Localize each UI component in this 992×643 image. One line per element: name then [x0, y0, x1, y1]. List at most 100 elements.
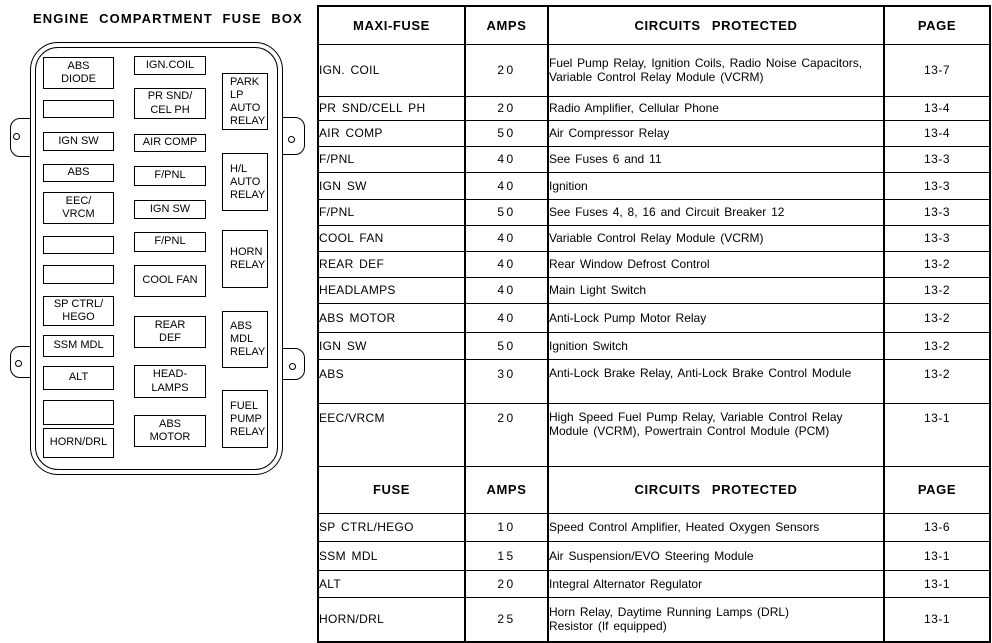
fuse-name-cell: PR SND/CELL PH — [317, 95, 466, 121]
table-header-row: MAXI-FUSE AMPS CIRCUITS PROTECTED PAGE — [317, 5, 991, 45]
page-cell: 13-3 — [883, 198, 991, 226]
mounting-hole — [15, 360, 22, 367]
fuse-slot-ssm-mdl: SSM MDL — [43, 335, 114, 357]
page-cell: 13-2 — [883, 358, 991, 404]
column-header-amps: AMPS — [464, 465, 549, 514]
page-cell: 13-4 — [883, 119, 991, 147]
amps-cell: 30 — [464, 358, 549, 404]
page-cell: 13-7 — [883, 43, 991, 97]
fuse-name-cell: SSM MDL — [317, 540, 466, 571]
fuse-name-cell: IGN. COIL — [317, 43, 466, 97]
table-row: AIR COMP 50 Air Compressor Relay 13-4 — [317, 119, 991, 147]
amps-cell: 40 — [464, 145, 549, 173]
page-cell: 13-2 — [883, 276, 991, 304]
table-row: PR SND/CELL PH 20 Radio Amplifier, Cellu… — [317, 95, 991, 121]
fuse-slot-rear-def: REAR DEF — [134, 316, 206, 348]
fuse-slot-f-pnl-2: F/PNL — [134, 232, 206, 252]
amps-cell: 40 — [464, 171, 549, 200]
fuse-name-cell: COOL FAN — [317, 224, 466, 252]
fuse-name-cell: HEADLAMPS — [317, 276, 466, 304]
table-row: REAR DEF 40 Rear Window Defrost Control … — [317, 250, 991, 278]
fuse-slot-empty-2 — [43, 236, 114, 254]
amps-cell: 50 — [464, 198, 549, 226]
fuse-name-cell: AIR COMP — [317, 119, 466, 147]
amps-cell: 20 — [464, 43, 549, 97]
circuits-cell: Anti-Lock Brake Relay, Anti-Lock Brake C… — [547, 358, 885, 404]
amps-cell: 20 — [464, 569, 549, 598]
fuse-slot-headlamps: HEAD- LAMPS — [134, 365, 206, 398]
page-cell: 13-2 — [883, 250, 991, 278]
fuse-name-cell: ALT — [317, 569, 466, 598]
fuse-slot-horn-drl: HORN/DRL — [43, 428, 114, 458]
relay-slot-fuel-pump: FUEL PUMP RELAY — [222, 390, 268, 448]
amps-cell: 40 — [464, 224, 549, 252]
column-header-maxi-fuse: MAXI-FUSE — [317, 5, 466, 45]
page-cell: 13-1 — [883, 540, 991, 571]
page-cell: 13-3 — [883, 145, 991, 173]
table-row: HEADLAMPS 40 Main Light Switch 13-2 — [317, 276, 991, 304]
fuse-slot-cool-fan: COOL FAN — [134, 265, 206, 297]
diagram-title: ENGINE COMPARTMENT FUSE BOX — [33, 11, 303, 26]
circuits-cell: Speed Control Amplifier, Heated Oxygen S… — [547, 512, 885, 542]
relay-slot-park-lp-auto: PARK LP AUTO RELAY — [222, 73, 268, 130]
page-cell: 13-2 — [883, 302, 991, 333]
fuse-slot-abs-motor: ABS MOTOR — [134, 415, 206, 447]
page-cell: 13-6 — [883, 512, 991, 542]
table-header-row: FUSE AMPS CIRCUITS PROTECTED PAGE — [317, 465, 991, 514]
fuse-name-cell: F/PNL — [317, 145, 466, 173]
circuits-cell: See Fuses 6 and 11 — [547, 145, 885, 173]
circuits-cell: Integral Alternator Regulator — [547, 569, 885, 598]
circuits-cell: Anti-Lock Pump Motor Relay — [547, 302, 885, 333]
circuits-cell: Ignition — [547, 171, 885, 200]
fuse-slot-f-pnl-1: F/PNL — [134, 166, 206, 186]
column-header-page: PAGE — [883, 465, 991, 514]
fuse-table: MAXI-FUSE AMPS CIRCUITS PROTECTED PAGE I… — [317, 5, 991, 643]
table-row: F/PNL 50 See Fuses 4, 8, 16 and Circuit … — [317, 198, 991, 226]
fuse-slot-alt: ALT — [43, 366, 114, 390]
fuse-name-cell: HORN/DRL — [317, 596, 466, 643]
relay-slot-horn: HORN RELAY — [222, 230, 268, 288]
amps-cell: 25 — [464, 596, 549, 643]
relay-slot-hl-auto: H/L AUTO RELAY — [222, 153, 268, 211]
amps-cell: 15 — [464, 540, 549, 571]
fuse-slot-air-comp: AIR COMP — [134, 134, 206, 152]
amps-cell: 10 — [464, 512, 549, 542]
table-row: SP CTRL/HEGO 10 Speed Control Amplifier,… — [317, 512, 991, 542]
mounting-hole — [13, 133, 20, 140]
circuits-cell: Air Compressor Relay — [547, 119, 885, 147]
fuse-slot-empty-4 — [43, 400, 114, 425]
fuse-slot-ign-coil: IGN.COIL — [134, 56, 206, 75]
amps-cell: 40 — [464, 276, 549, 304]
circuits-cell: Air Suspension/EVO Steering Module — [547, 540, 885, 571]
circuits-cell: Fuel Pump Relay, Ignition Coils, Radio N… — [547, 43, 885, 97]
table-row: F/PNL 40 See Fuses 6 and 11 13-3 — [317, 145, 991, 173]
column-header-page: PAGE — [883, 5, 991, 45]
fuse-name-cell: EEC/VRCM — [317, 402, 466, 467]
circuits-cell: Main Light Switch — [547, 276, 885, 304]
fuse-box-diagram: ENGINE COMPARTMENT FUSE BOX ABS DIODE IG… — [0, 0, 317, 643]
fuse-name-cell: IGN SW — [317, 171, 466, 200]
fuse-slot-empty-3 — [43, 265, 114, 284]
column-header-circuits-protected: CIRCUITS PROTECTED — [547, 5, 885, 45]
fuse-slot-eec-vrcm: EEC/ VRCM — [43, 192, 114, 224]
table-row: ALT 20 Integral Alternator Regulator 13-… — [317, 569, 991, 598]
fuse-slot-sp-ctrl-hego: SP CTRL/ HEGO — [43, 296, 114, 326]
circuits-cell: Variable Control Relay Module (VCRM) — [547, 224, 885, 252]
table-row: ABS MOTOR 40 Anti-Lock Pump Motor Relay … — [317, 302, 991, 333]
page-cell: 13-1 — [883, 402, 991, 467]
circuits-cell: Radio Amplifier, Cellular Phone — [547, 95, 885, 121]
circuits-cell: See Fuses 4, 8, 16 and Circuit Breaker 1… — [547, 198, 885, 226]
fuse-name-cell: SP CTRL/HEGO — [317, 512, 466, 542]
table-row: EEC/VRCM 20 High Speed Fuel Pump Relay, … — [317, 402, 991, 467]
mounting-hole — [288, 136, 295, 143]
page-cell: 13-2 — [883, 331, 991, 360]
amps-cell: 20 — [464, 95, 549, 121]
column-header-amps: AMPS — [464, 5, 549, 45]
mounting-hole — [289, 363, 296, 370]
fuse-name-cell: F/PNL — [317, 198, 466, 226]
page-cell: 13-1 — [883, 596, 991, 643]
amps-cell: 50 — [464, 119, 549, 147]
amps-cell: 50 — [464, 331, 549, 360]
fuse-slot-ign-sw-2: IGN SW — [134, 200, 206, 219]
